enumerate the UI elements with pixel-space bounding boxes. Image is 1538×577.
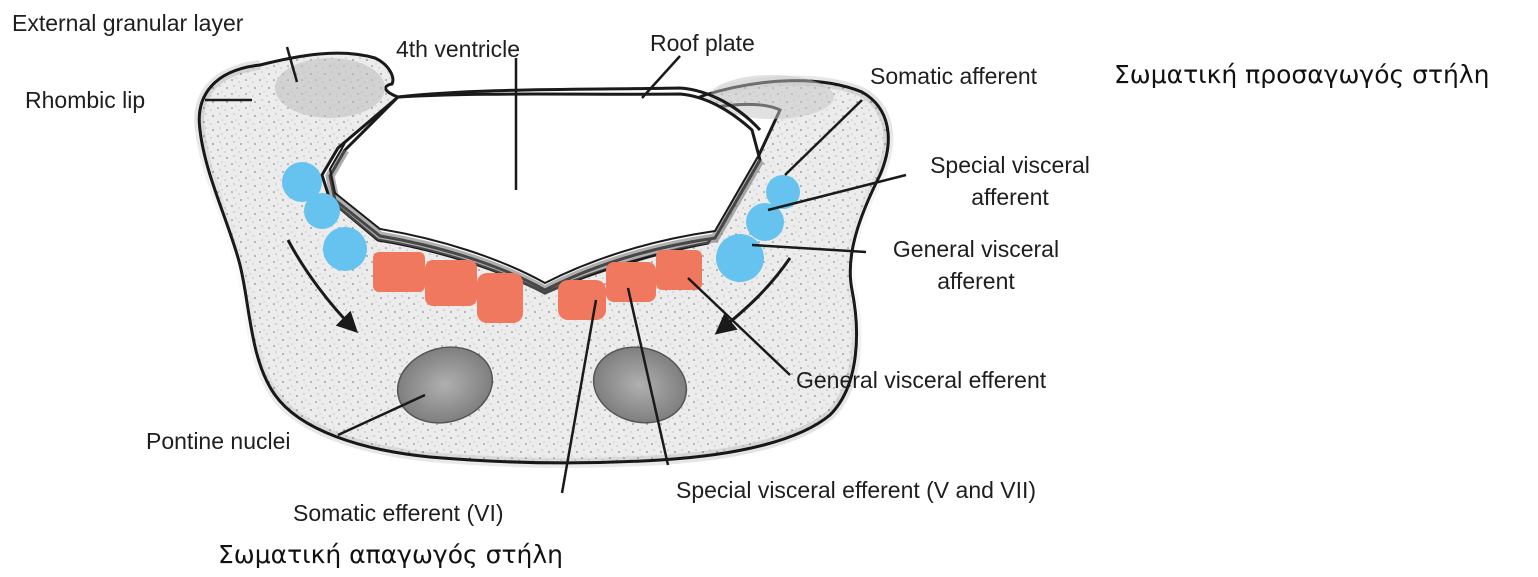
- right-efferent-nucleus-1: [558, 280, 606, 320]
- label-general-visceral-afferent-line1: General visceral: [866, 236, 1086, 263]
- label-somatic-afferent: Somatic afferent: [870, 63, 1037, 90]
- label-pontine-nuclei: Pontine nuclei: [146, 428, 291, 455]
- label-roof-plate: Roof plate: [650, 30, 755, 57]
- left-efferent-nucleus-1: [373, 252, 425, 292]
- label-rhombic-lip: Rhombic lip: [25, 87, 145, 114]
- left-afferent-nucleus-3: [323, 227, 367, 271]
- right-afferent-nucleus-2: [746, 203, 784, 241]
- label-general-visceral-afferent-line2: afferent: [866, 268, 1086, 295]
- annotation-somatic-afferent-greek: Σωματική προσαγωγός στήλη: [1114, 60, 1490, 90]
- label-general-visceral-efferent: General visceral efferent: [796, 367, 1046, 394]
- annotation-somatic-efferent-greek: Σωματική απαγωγός στήλη: [218, 540, 563, 570]
- left-afferent-nucleus-2: [304, 193, 340, 229]
- label-special-visceral-afferent-line2: afferent: [910, 184, 1110, 211]
- label-special-visceral-efferent: Special visceral efferent (V and VII): [676, 477, 1036, 504]
- label-external-granular-layer: External granular layer: [12, 10, 243, 37]
- label-somatic-efferent: Somatic efferent (VI): [293, 500, 504, 527]
- left-efferent-nucleus-2: [425, 260, 477, 306]
- left-efferent-nucleus-3: [477, 273, 523, 323]
- label-fourth-ventricle: 4th ventricle: [396, 36, 520, 63]
- roof-plate-leader: [642, 56, 680, 98]
- label-special-visceral-afferent-line1: Special visceral: [910, 152, 1110, 179]
- right-afferent-nucleus-3: [716, 234, 764, 282]
